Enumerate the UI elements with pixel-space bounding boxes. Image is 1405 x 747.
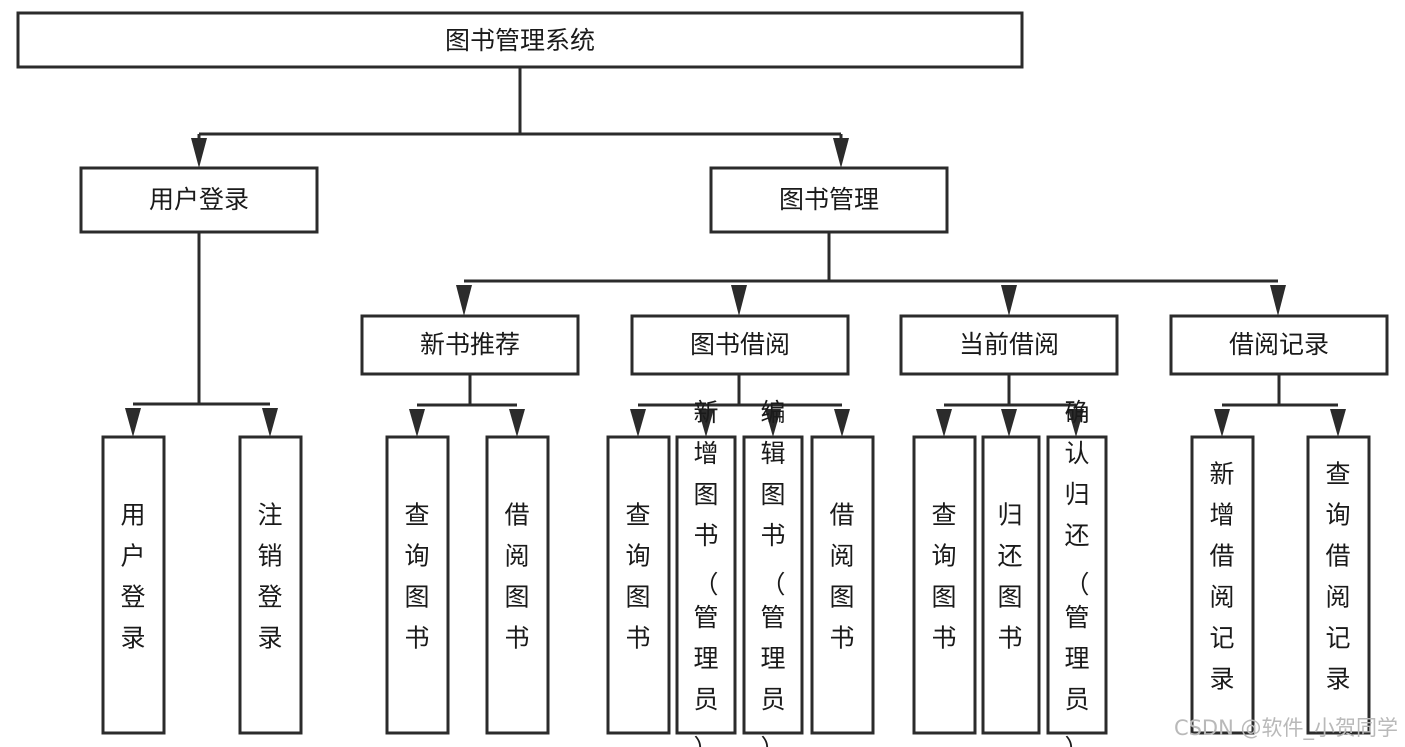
- node-new-book-recommend-label: 新书推荐: [420, 330, 520, 359]
- arrowhead-leaf-logout: [262, 408, 278, 437]
- node-borrow-record[interactable]: 借阅记录: [1169, 314, 1389, 376]
- node-leaf-borrow-book-2-label: 借阅图书: [829, 501, 854, 653]
- node-leaf-return-book[interactable]: 归还图书: [981, 435, 1041, 735]
- node-leaf-query-book-2-box[interactable]: [606, 435, 671, 735]
- node-root-box[interactable]: [16, 11, 1024, 69]
- arrowhead-leaf-borrow-book-1: [509, 409, 525, 437]
- node-leaf-borrow-book-2-box[interactable]: [810, 435, 875, 735]
- node-leaf-add-book-box[interactable]: [675, 435, 737, 735]
- arrowhead-leaf-query-book-3: [936, 409, 952, 437]
- node-leaf-borrow-book-2[interactable]: 借阅图书: [810, 435, 875, 735]
- node-leaf-add-book-label: 新增图书（管理员）: [693, 398, 718, 747]
- node-root[interactable]: 图书管理系统: [16, 11, 1024, 69]
- node-leaf-edit-book-label: 编辑图书（管理员）: [760, 398, 785, 747]
- arrowhead-leaf-return-book: [1001, 409, 1017, 437]
- node-current-borrow[interactable]: 当前借阅: [899, 314, 1119, 376]
- node-leaf-return-book-box[interactable]: [981, 435, 1041, 735]
- node-leaf-query-book-1-box[interactable]: [385, 435, 450, 735]
- node-new-book-recommend-box[interactable]: [360, 314, 580, 376]
- node-leaf-logout[interactable]: 注销登录: [238, 435, 303, 735]
- node-leaf-confirm-return-label: 确认归还（管理员）: [1064, 398, 1089, 747]
- node-leaf-query-book-1-label: 查询图书: [404, 501, 429, 653]
- node-user-login-box[interactable]: [79, 166, 319, 234]
- node-leaf-borrow-book-1-label: 借阅图书: [504, 501, 529, 653]
- node-book-borrow[interactable]: 图书借阅: [630, 314, 850, 376]
- node-borrow-record-label: 借阅记录: [1229, 330, 1329, 359]
- node-leaf-query-book-3-label: 查询图书: [931, 501, 956, 653]
- arrowhead-leaf-edit-book: [765, 409, 781, 437]
- node-leaf-query-record-label: 查询借阅记录: [1325, 460, 1350, 694]
- arrowhead-current-borrow: [1001, 285, 1017, 316]
- node-leaf-borrow-book-1-box[interactable]: [485, 435, 550, 735]
- node-current-borrow-label: 当前借阅: [959, 330, 1059, 359]
- node-leaf-add-record[interactable]: 新增借阅记录: [1190, 435, 1255, 735]
- node-new-book-recommend[interactable]: 新书推荐: [360, 314, 580, 376]
- node-leaf-query-book-2-label: 查询图书: [625, 501, 650, 653]
- arrowhead-leaf-query-book-2: [630, 409, 646, 437]
- arrowhead-book-manage: [833, 138, 849, 168]
- node-leaf-confirm-return[interactable]: 确认归还（管理员）: [1046, 398, 1108, 747]
- csdn-watermark: CSDN @软件_小贺同学: [1174, 716, 1398, 741]
- node-leaf-add-record-box[interactable]: [1190, 435, 1255, 735]
- node-root-label: 图书管理系统: [445, 26, 595, 55]
- arrowhead-leaf-confirm-return: [1068, 409, 1084, 437]
- node-book-borrow-label: 图书借阅: [690, 330, 790, 359]
- arrowhead-leaf-query-record: [1330, 409, 1346, 437]
- arrowhead-borrow-record: [1270, 285, 1286, 316]
- node-current-borrow-box[interactable]: [899, 314, 1119, 376]
- node-book-borrow-box[interactable]: [630, 314, 850, 376]
- node-leaf-logout-box[interactable]: [238, 435, 303, 735]
- node-leaf-query-record-box[interactable]: [1306, 435, 1371, 735]
- node-borrow-record-box[interactable]: [1169, 314, 1389, 376]
- node-leaf-confirm-return-box[interactable]: [1046, 435, 1108, 735]
- node-user-login[interactable]: 用户登录: [79, 166, 319, 234]
- node-leaf-add-record-label: 新增借阅记录: [1209, 460, 1234, 694]
- node-leaf-user-login-label: 用户登录: [120, 501, 145, 653]
- arrowhead-leaf-user-login: [125, 408, 141, 437]
- node-leaf-logout-label: 注销登录: [257, 501, 282, 653]
- node-leaf-borrow-book-1[interactable]: 借阅图书: [485, 435, 550, 735]
- connector-group: [125, 67, 1346, 437]
- arrowhead-leaf-query-book-1: [409, 409, 425, 437]
- node-leaf-edit-book-box[interactable]: [742, 435, 804, 735]
- node-leaf-user-login[interactable]: 用户登录: [101, 435, 166, 735]
- node-leaf-query-record[interactable]: 查询借阅记录: [1306, 435, 1371, 735]
- arrowhead-leaf-add-book: [698, 409, 714, 437]
- node-book-manage-box[interactable]: [709, 166, 949, 234]
- node-leaf-return-book-label: 归还图书: [997, 501, 1022, 653]
- node-leaf-edit-book[interactable]: 编辑图书（管理员）: [742, 398, 804, 747]
- node-user-login-label: 用户登录: [149, 185, 249, 214]
- node-leaf-user-login-box[interactable]: [101, 435, 166, 735]
- arrowhead-new-book-recommend: [456, 285, 472, 316]
- node-leaf-query-book-3-box[interactable]: [912, 435, 977, 735]
- node-book-manage-label: 图书管理: [779, 185, 879, 214]
- arrowhead-leaf-add-record: [1214, 409, 1230, 437]
- arrowhead-leaf-borrow-book-2: [834, 409, 850, 437]
- node-leaf-query-book-3[interactable]: 查询图书: [912, 435, 977, 735]
- node-leaf-add-book[interactable]: 新增图书（管理员）: [675, 398, 737, 747]
- node-leaf-query-book-2[interactable]: 查询图书: [606, 435, 671, 735]
- arrowhead-user-login: [191, 138, 207, 168]
- node-leaf-query-book-1[interactable]: 查询图书: [385, 435, 450, 735]
- arrowhead-book-borrow: [731, 285, 747, 316]
- node-book-manage[interactable]: 图书管理: [709, 166, 949, 234]
